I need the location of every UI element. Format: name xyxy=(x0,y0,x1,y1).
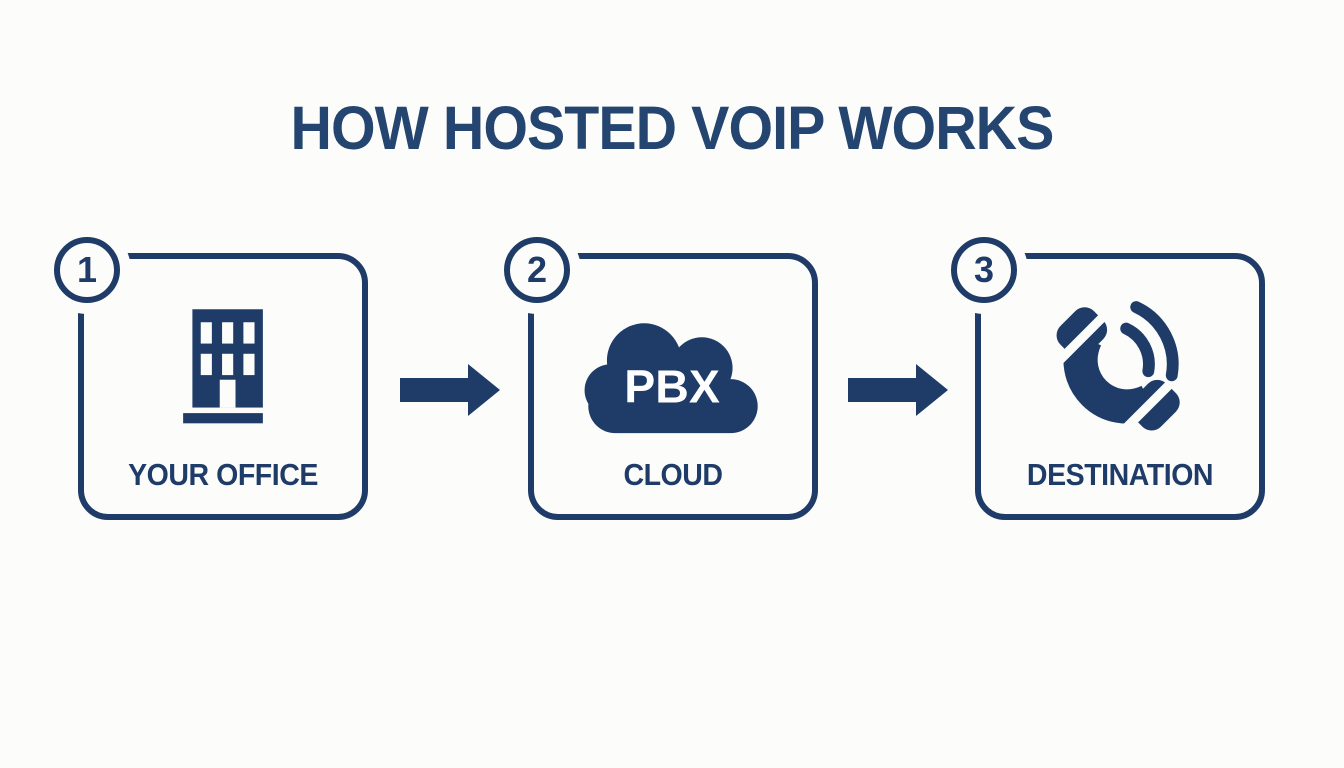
page-title: HOW HOSTED VOIP WORKS xyxy=(290,94,1055,162)
step-number-badge: 1 xyxy=(54,237,120,303)
step-label: YOUR OFFICE xyxy=(128,457,318,492)
step-number: 1 xyxy=(76,249,98,290)
office-building-icon xyxy=(84,259,362,459)
step-number-badge: 2 xyxy=(504,237,570,303)
cloud-pbx-label: PBX xyxy=(624,360,720,412)
step-label: DESTINATION xyxy=(1026,457,1214,492)
step-number: 2 xyxy=(526,249,548,290)
arrow-right-icon xyxy=(400,364,500,416)
phone-handset-icon xyxy=(981,259,1259,459)
step-box-your-office: 1 YOUR OFFICE xyxy=(54,237,368,520)
step-box-destination: 3 DESTINATION xyxy=(951,237,1265,520)
step-number-badge: 3 xyxy=(951,237,1017,303)
step-number: 3 xyxy=(973,249,995,290)
arrow-right-icon xyxy=(848,364,948,416)
step-box-cloud: 2 PBX CLOUD xyxy=(504,237,818,520)
step-label: CLOUD xyxy=(623,457,723,492)
cloud-pbx-icon: PBX xyxy=(534,259,812,459)
